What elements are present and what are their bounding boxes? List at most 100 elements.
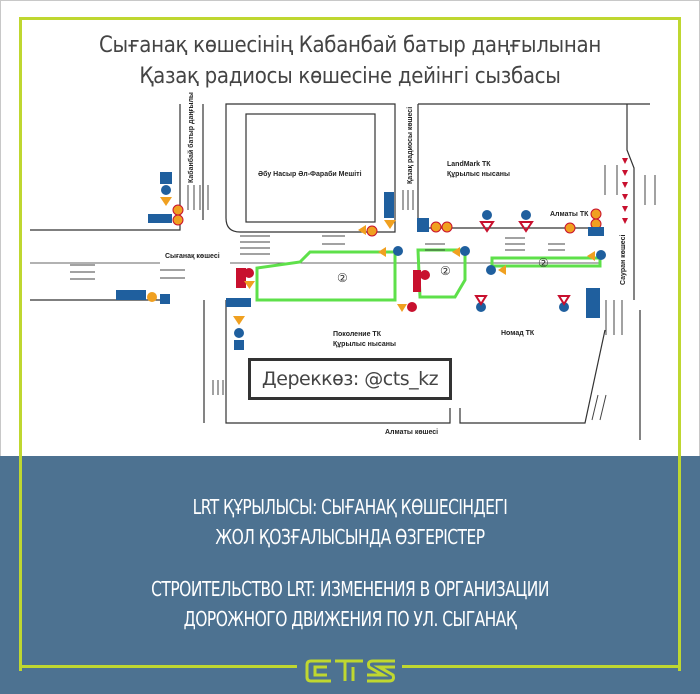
- work-zone-3: [490, 256, 602, 268]
- info-sign-icon: [160, 172, 172, 184]
- restriction-sign-icon: [441, 221, 453, 233]
- cones: [622, 158, 628, 224]
- zone-marker-1: ②: [337, 271, 348, 285]
- no-entry-sign-icon: [407, 302, 417, 312]
- no-entry-sign-icon: [244, 268, 254, 278]
- warning-sign-icon: [384, 220, 396, 229]
- info-sign-icon: [234, 340, 244, 350]
- building-label-almaty-tc: Алматы ТК: [550, 211, 589, 218]
- lane-sign-icon: [226, 298, 251, 307]
- street-label-sauran: Сауран көшесі: [619, 235, 627, 285]
- accent-frame: [19, 17, 681, 671]
- warning-sign-icon: [160, 197, 172, 206]
- headline-russian-line-2: дорожного движения по ул. Сыганақ: [183, 607, 517, 631]
- direction-sign-icon: [486, 265, 496, 275]
- lane-arrows-almaty: [548, 243, 565, 251]
- lane-closed-sign-icon: [236, 268, 246, 288]
- yield-sign-icon: [557, 295, 571, 306]
- block-northwest: [30, 104, 181, 231]
- headline-kazakh-line-2: жол қозғалысында өзгерістер: [215, 525, 485, 549]
- block-pokolenie: [225, 300, 451, 424]
- block-nomad: [459, 329, 606, 424]
- street-label-almaty: Алматы көшесі: [385, 428, 438, 436]
- lane-arrows-west: [240, 235, 270, 255]
- yield-sign-icon: [479, 221, 495, 233]
- lane-sign-icon: [586, 288, 600, 318]
- accent-frame-bottom-left: [19, 665, 297, 668]
- lane-arrows-southwest: [212, 380, 224, 395]
- traffic-scheme-map: ② ② ②: [30, 92, 656, 440]
- accent-frame-bottom-right: [402, 665, 680, 668]
- lane-closed-sign-icon: [413, 270, 421, 292]
- direction-sign-icon: [482, 210, 492, 220]
- direction-sign-icon: [460, 246, 470, 256]
- warning-sign-icon: [397, 304, 407, 312]
- cone-markers: [622, 158, 628, 224]
- lane-sign-icon: [588, 227, 604, 236]
- yield-sign-icon: [474, 295, 488, 306]
- building-label-landmark: LandMark ТК: [447, 161, 491, 168]
- warning-sign-icon: [244, 281, 255, 289]
- lane-arrows: [70, 165, 656, 421]
- road-edges: [30, 103, 650, 440]
- roadworks-sign-icon: [378, 247, 386, 257]
- direction-sign-icon: [476, 302, 486, 312]
- no-entry-sign-icon: [420, 270, 430, 280]
- lane-arrows-kazakh-radio: [425, 243, 445, 251]
- work-zone-1: [255, 250, 397, 302]
- block-mosque-outer: [225, 103, 396, 233]
- info-sign-icon: [160, 294, 170, 304]
- street-label-syganak: Сығанақ көшесі: [165, 252, 220, 260]
- direction-sign-icon: [393, 246, 403, 256]
- warning-sign-icon: [233, 316, 245, 325]
- restriction-sign-icon: [172, 214, 184, 226]
- zone-markers: ② ② ②: [337, 256, 549, 285]
- lane-arrows-sauran-south: [591, 300, 623, 421]
- street-label-kazakh-radio: Қазақ радиосы көшесі: [406, 107, 414, 184]
- sauran-line: [626, 104, 635, 300]
- map-labels: Кабанбай батыр даңғылы Қазақ радиосы көш…: [165, 92, 627, 436]
- restriction-sign-icon: [366, 225, 378, 237]
- lane-arrows-east: [70, 264, 185, 280]
- restriction-sign-icon: [172, 204, 184, 216]
- zone-marker-2: ②: [440, 264, 451, 278]
- block-mosque-inner: [245, 113, 376, 223]
- lane-sign-icon: [148, 214, 172, 223]
- roadworks-sign-icon: [587, 251, 595, 261]
- page-title: Сығанақ көшесінің Кабанбай батыр даңғылы…: [40, 30, 660, 92]
- headline-panel: [0, 456, 700, 694]
- lane-arrows-kabanbay: [187, 185, 209, 210]
- building-label-pokolenie: Поколение ТК: [333, 331, 382, 338]
- restriction-sign-icon: [590, 208, 602, 220]
- source-credit: Дереккөз: @cts_kz: [248, 358, 452, 400]
- direction-sign-icon: [234, 328, 244, 338]
- zone-marker-3: ②: [538, 256, 549, 270]
- info-sign-icon: [417, 218, 429, 232]
- lane-arrows-mosque: [322, 235, 345, 245]
- roadworks-sign-icon: [452, 247, 460, 257]
- building-label-pokolenie-status: Құрылыс нысаны: [333, 341, 396, 348]
- cts-logo: [305, 659, 395, 683]
- lane-arrows-sauran: [604, 165, 656, 205]
- headline-russian-line-1: Строительство LRT: изменения в организац…: [151, 577, 549, 601]
- yield-sign-icon: [518, 221, 534, 233]
- roadworks-sign-icon: [358, 225, 366, 235]
- lane-arrows-landmark: [505, 237, 525, 251]
- direction-sign-icon: [161, 185, 171, 195]
- street-label-kabanbay: Кабанбай батыр даңғылы: [187, 92, 195, 183]
- building-label-nomad: Номад ТК: [501, 330, 535, 337]
- building-label-landmark-status: Құрылыс нысаны: [447, 171, 510, 178]
- direction-sign-icon: [559, 302, 569, 312]
- headline-kazakh-line-1: LRT құрылысы: Сығанақ көшесіндегі: [192, 495, 508, 519]
- road-signs: [116, 172, 606, 350]
- title-line-2: Қазақ радиосы көшесіне дейінгі сызбасы: [139, 64, 561, 89]
- roadworks-sign-icon: [498, 265, 506, 275]
- lane-sign-icon: [116, 290, 146, 300]
- lane-sign-icon: [384, 192, 394, 218]
- lane-arrows-kazakh-radio-north: [402, 190, 414, 210]
- headline-russian: Строительство LRT: изменения в организац…: [75, 574, 625, 634]
- restriction-sign-icon: [564, 222, 576, 234]
- building-label-mosque: Әбу Насыр Әл-Фараби Мешіті: [258, 170, 362, 178]
- direction-sign-icon: [521, 210, 531, 220]
- restriction-sign-icon: [430, 221, 442, 233]
